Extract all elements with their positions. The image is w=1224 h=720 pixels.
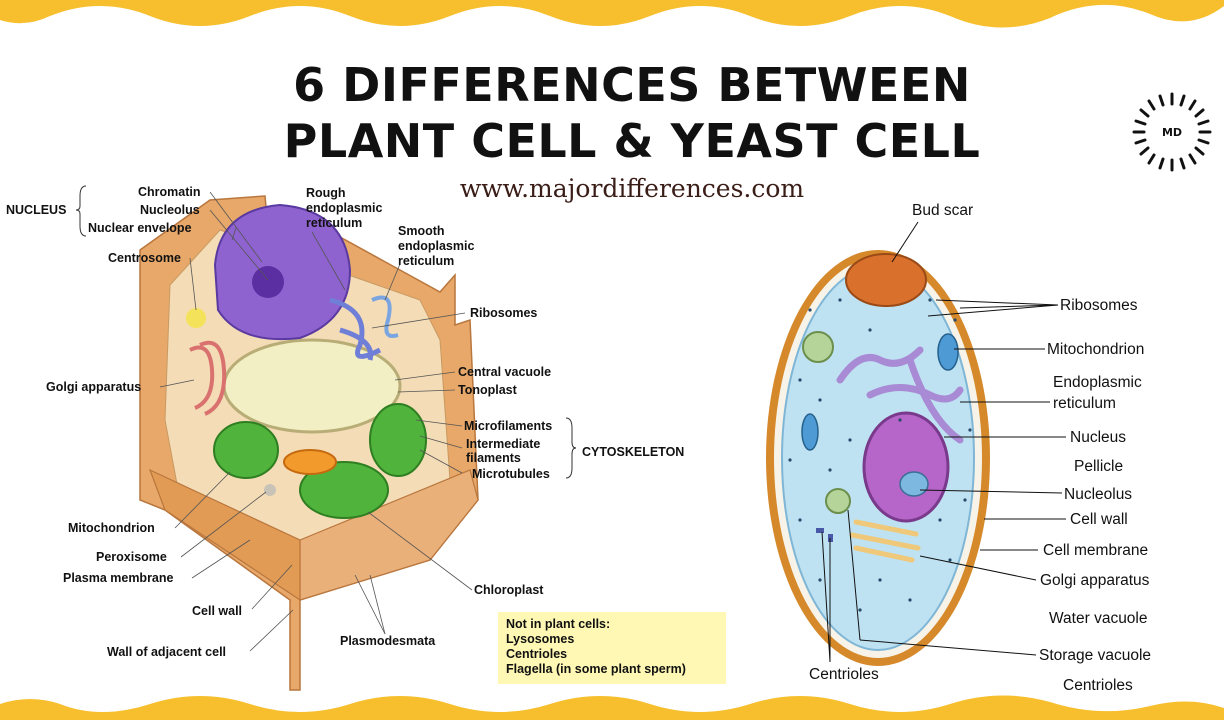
label-plasma-membrane: Plasma membrane bbox=[63, 571, 174, 585]
label-smooth-er-1: Smooth bbox=[398, 224, 445, 238]
label-centrioles-right: Centrioles bbox=[1063, 677, 1133, 694]
yeast-ribosome-dots bbox=[788, 298, 972, 612]
label-wall-adjacent-cell: Wall of adjacent cell bbox=[107, 645, 227, 659]
label-water-vacuole: Water vacuole bbox=[1049, 610, 1148, 627]
yeast-nucleolus-shape bbox=[899, 471, 929, 497]
logo-text: MD bbox=[1162, 126, 1182, 139]
label-yeast-golgi: Golgi apparatus bbox=[1040, 572, 1150, 589]
label-plant-cell-wall: Cell wall bbox=[192, 604, 243, 618]
yeast-mitochondrion-shape-2 bbox=[801, 413, 819, 451]
centrosome-shape bbox=[186, 308, 206, 328]
title-line-2: PLANT CELL & YEAST CELL bbox=[283, 114, 981, 168]
yeast-er-shape bbox=[836, 346, 964, 444]
website-url: www.majordifferences.com bbox=[459, 174, 805, 203]
vacuole-shape-2 bbox=[825, 488, 851, 514]
yeast-nucleus-shape bbox=[862, 411, 950, 523]
label-intermediate-1: Intermediate bbox=[466, 437, 541, 451]
label-chromatin: Chromatin bbox=[138, 185, 201, 199]
chloroplast-shape-1 bbox=[213, 421, 279, 479]
label-ribosomes: Ribosomes bbox=[470, 306, 538, 320]
smooth-er-shape bbox=[371, 295, 399, 338]
label-golgi-apparatus: Golgi apparatus bbox=[46, 380, 142, 394]
note-item: Flagella (in some plant sperm) bbox=[506, 662, 686, 676]
plant-wall-side-shape bbox=[148, 468, 301, 602]
bud-scar-shape bbox=[845, 253, 927, 307]
label-central-vacuole: Central vacuole bbox=[458, 365, 552, 379]
label-nucleus-group: NUCLEUS bbox=[6, 203, 67, 217]
logo-ring-icon bbox=[1132, 92, 1212, 172]
nucleus-bracket bbox=[75, 185, 87, 237]
title-line-1: 6 DIFFERENCES BETWEEN bbox=[293, 58, 971, 112]
bottom-wave bbox=[0, 695, 1224, 720]
yeast-leader-lines bbox=[821, 221, 1066, 663]
yeast-mitochondrion-shape-1 bbox=[937, 333, 959, 371]
note-item: Centrioles bbox=[506, 647, 568, 661]
top-wave bbox=[0, 0, 1224, 28]
label-rough-er-3: reticulum bbox=[306, 216, 363, 230]
label-rough-er-1: Rough bbox=[306, 186, 346, 200]
cytoskeleton-bracket bbox=[565, 417, 577, 479]
chloroplast-shape-3 bbox=[299, 461, 389, 519]
label-plant-mitochondrion: Mitochondrion bbox=[68, 521, 155, 535]
label-yeast-mitochondrion: Mitochondrion bbox=[1047, 341, 1145, 358]
label-peroxisome: Peroxisome bbox=[96, 550, 167, 564]
label-microfilaments: Microfilaments bbox=[464, 419, 553, 433]
label-cell-membrane: Cell membrane bbox=[1043, 542, 1149, 559]
label-centrosome: Centrosome bbox=[108, 251, 181, 265]
nucleus-shape bbox=[213, 203, 352, 341]
label-yeast-cell-wall: Cell wall bbox=[1070, 511, 1128, 528]
label-tonoplast: Tonoplast bbox=[458, 383, 517, 397]
label-intermediate-2: filaments bbox=[466, 451, 521, 465]
label-nuclear-envelope: Nuclear envelope bbox=[88, 221, 192, 235]
md-logo: MD bbox=[1132, 92, 1212, 172]
label-nucleolus: Nucleolus bbox=[140, 203, 200, 217]
note-heading: Not in plant cells: bbox=[506, 617, 611, 631]
label-yeast-er-2: reticulum bbox=[1053, 395, 1116, 412]
label-yeast-nucleus: Nucleus bbox=[1070, 429, 1126, 446]
label-cytoskeleton-group: CYTOSKELETON bbox=[582, 445, 685, 459]
label-smooth-er-3: reticulum bbox=[398, 254, 455, 268]
yeast-golgi-shape bbox=[849, 519, 921, 563]
not-in-plant-cells-note: Not in plant cells: Lysosomes Centrioles… bbox=[498, 612, 726, 684]
golgi-shape bbox=[189, 340, 227, 416]
label-pellicle: Pellicle bbox=[1074, 458, 1124, 475]
mitochondrion-shape bbox=[283, 449, 337, 475]
rough-er-shape bbox=[329, 297, 382, 361]
label-yeast-ribosomes: Ribosomes bbox=[1060, 297, 1138, 314]
label-storage-vacuole: Storage vacuole bbox=[1039, 647, 1152, 664]
label-bud-scar: Bud scar bbox=[912, 202, 974, 219]
label-yeast-er-1: Endoplasmic bbox=[1053, 374, 1142, 391]
label-rough-er-2: endoplasmic bbox=[306, 201, 383, 215]
label-yeast-nucleolus: Nucleolus bbox=[1064, 486, 1133, 503]
label-smooth-er-2: endoplasmic bbox=[398, 239, 475, 253]
label-chloroplast: Chloroplast bbox=[474, 583, 544, 597]
nucleolus-shape bbox=[252, 266, 284, 298]
label-plasmodesmata: Plasmodesmata bbox=[340, 634, 436, 648]
peroxisome-shape bbox=[264, 484, 276, 496]
note-item: Lysosomes bbox=[506, 632, 575, 646]
chloroplast-shape-2 bbox=[369, 403, 427, 477]
label-microtubules: Microtubules bbox=[472, 467, 550, 481]
vacuole-shape-1 bbox=[802, 331, 834, 363]
plant-leader-lines bbox=[159, 191, 473, 652]
label-centrioles-bottom: Centrioles bbox=[809, 666, 879, 683]
